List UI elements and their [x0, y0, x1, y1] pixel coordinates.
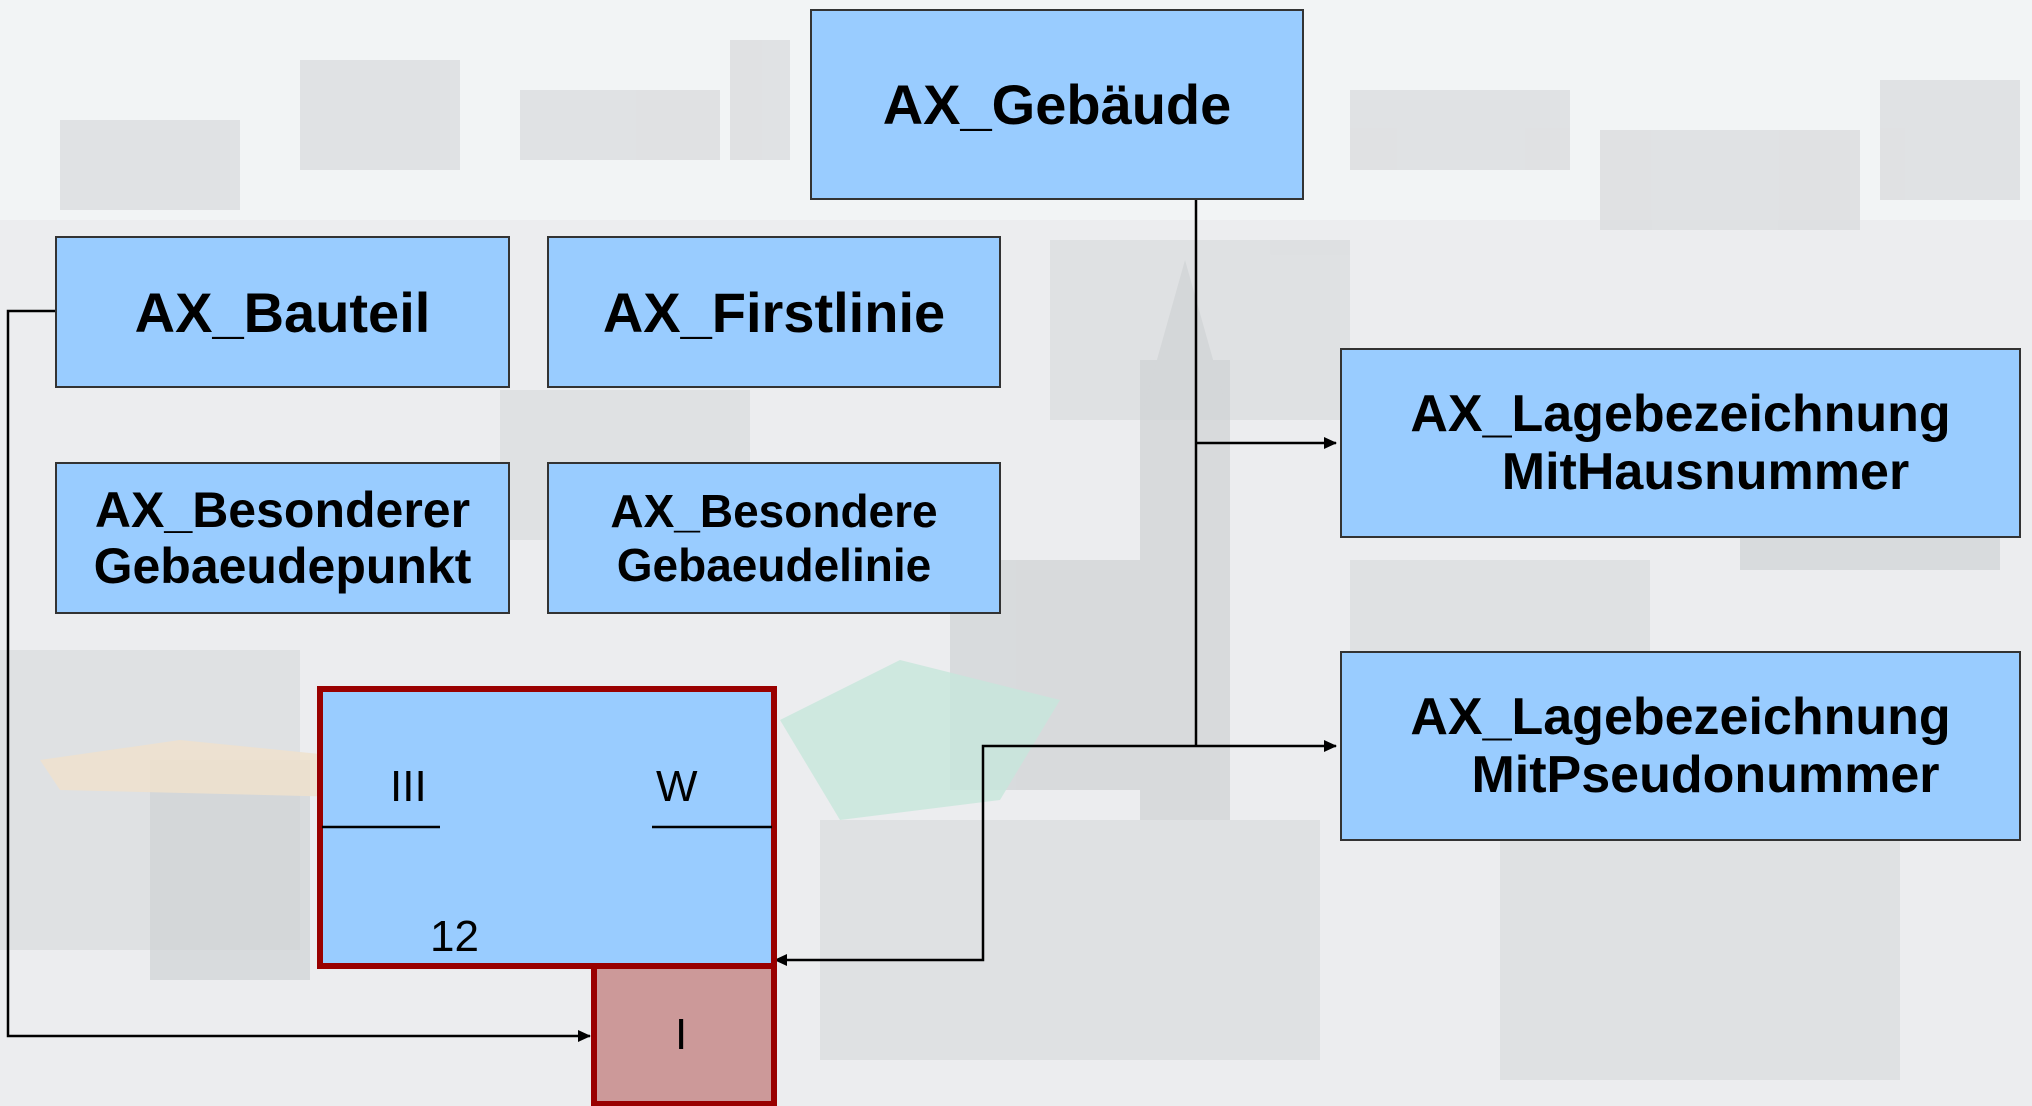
annex-floors-label: I [675, 1010, 687, 1060]
building-function-label: W [656, 762, 698, 812]
gebaeudepunkt-line-2: Gebaeudepunkt [94, 538, 472, 594]
pseudonummer-line-2: MitPseudonummer [1410, 746, 1950, 804]
box-ax-gebaeude-label: AX_Gebäude [883, 72, 1232, 137]
gebaeudelinie-line-2: Gebaeudelinie [610, 538, 937, 592]
building-floors-label: III [390, 762, 427, 812]
box-ax-firstlinie: AX_Firstlinie [547, 236, 1001, 388]
gebaeudelinie-line-1: AX_Besondere [610, 484, 937, 538]
box-ax-bauteil-label: AX_Bauteil [135, 280, 431, 345]
gebaeudepunkt-line-1: AX_Besonderer [94, 482, 472, 538]
box-ax-besonderer-gebaeudepunkt: AX_Besonderer Gebaeudepunkt [55, 462, 510, 614]
box-ax-lagebezeichnung-mithausnummer: AX_Lagebezeichnung MitHausnummer [1340, 348, 2021, 538]
box-ax-lagebezeichnung-mitpseudonummer: AX_Lagebezeichnung MitPseudonummer [1340, 651, 2021, 841]
box-ax-bauteil: AX_Bauteil [55, 236, 510, 388]
pseudonummer-line-1: AX_Lagebezeichnung [1410, 688, 1950, 746]
house-number-label: 12 [430, 912, 479, 962]
box-ax-firstlinie-label: AX_Firstlinie [603, 280, 945, 345]
box-ax-besondere-gebaeudelinie: AX_Besondere Gebaeudelinie [547, 462, 1001, 614]
hausnummer-line-1: AX_Lagebezeichnung [1410, 385, 1950, 443]
hausnummer-line-2: MitHausnummer [1410, 443, 1950, 501]
box-ax-gebaeude: AX_Gebäude [810, 9, 1304, 200]
